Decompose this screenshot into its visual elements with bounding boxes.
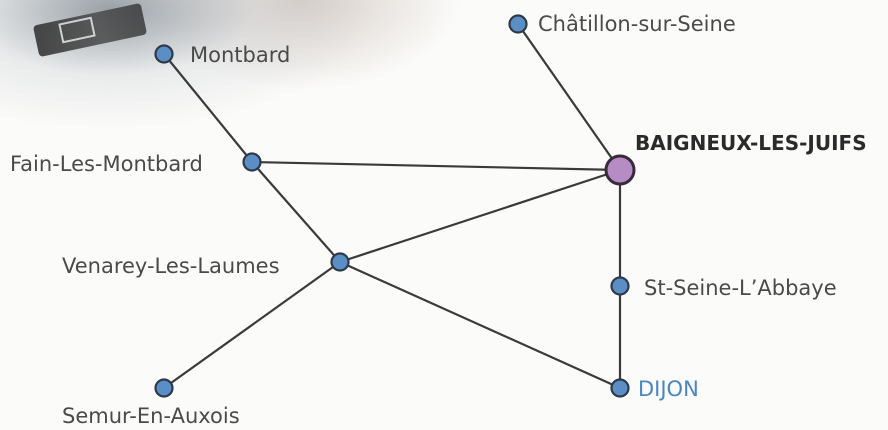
- node-montbard: [154, 44, 174, 64]
- label-dijon: DIJON: [638, 377, 699, 401]
- town-nodes: [154, 14, 630, 398]
- route-venarey-dijon: [339, 260, 621, 390]
- label-hub: BAIGNEUX-LES-JUIFS: [635, 131, 867, 155]
- node-semur: [154, 378, 174, 398]
- route-venarey-semur: [163, 261, 341, 389]
- node-fain: [242, 152, 262, 172]
- label-montbard: Montbard: [190, 43, 291, 67]
- label-venarey: Venarey-Les-Laumes: [62, 254, 280, 278]
- route-lines: [163, 23, 622, 390]
- route-fain-baigneux: [251, 160, 621, 172]
- label-chatillon: Châtillon-sur-Seine: [538, 12, 736, 36]
- label-fain: Fain-Les-Montbard: [10, 152, 203, 176]
- node-chatillon: [508, 14, 528, 34]
- node-st-seine: [610, 276, 630, 296]
- route-fain-venarey: [251, 161, 341, 263]
- label-st-seine: St-Seine-L’Abbaye: [644, 276, 837, 300]
- node-dijon: [610, 378, 630, 398]
- route-chatillon-baigneux: [517, 23, 621, 171]
- node-venarey: [330, 252, 350, 272]
- route-montbard-fain: [163, 53, 253, 163]
- node-hub: [604, 154, 636, 186]
- route-venarey-baigneux: [339, 168, 621, 264]
- label-semur: Semur-En-Auxois: [62, 404, 240, 428]
